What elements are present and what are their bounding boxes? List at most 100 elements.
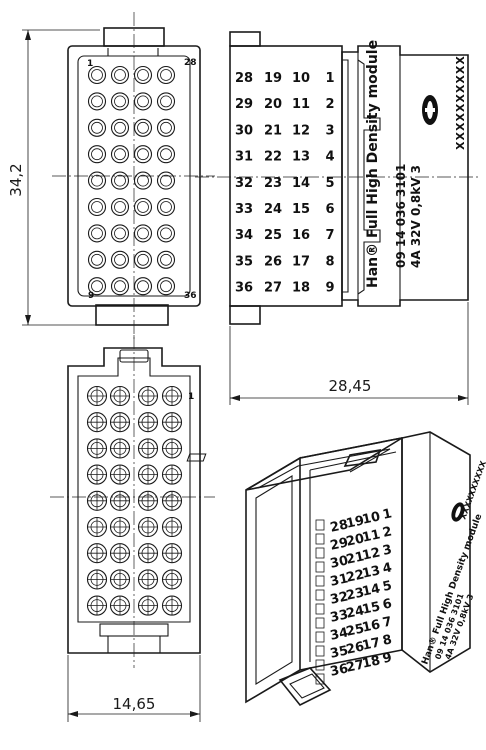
iso-pin-number: 19 xyxy=(345,513,366,531)
bottom-contact-hole xyxy=(109,595,131,616)
bottom-contact-hole xyxy=(161,490,183,511)
iso-harting-logo-icon xyxy=(451,502,465,522)
iso-pin-number: 14 xyxy=(361,581,382,599)
front-contact-hole xyxy=(133,145,153,164)
iso-pin-number: 18 xyxy=(361,653,382,671)
bottom-contact-hole xyxy=(86,385,108,407)
side-view: 2829303132333435361920212223242526271011… xyxy=(195,31,478,325)
side-pin-number: 18 xyxy=(292,281,310,296)
side-pin-number: 12 xyxy=(292,123,310,138)
bottom-contact-hole xyxy=(137,490,159,511)
iso-pin-number: 35 xyxy=(329,643,350,661)
side-pin-number: 10 xyxy=(292,71,310,86)
iso-pin-number: 28 xyxy=(329,517,350,535)
iso-pin-number: 27 xyxy=(345,657,366,675)
iso-pin-number: 13 xyxy=(361,563,382,581)
front-contact-hole xyxy=(87,250,107,269)
iso-pin-number: 7 xyxy=(381,614,393,631)
bottom-contact-hole xyxy=(137,569,159,590)
iso-pin-number: 17 xyxy=(361,635,382,653)
iso-contact-window xyxy=(315,673,325,685)
side-pin-number: 1 xyxy=(325,71,334,86)
iso-pin-number: 31 xyxy=(329,571,350,589)
front-contact-hole xyxy=(110,145,130,164)
side-pin-number: 25 xyxy=(264,228,282,243)
front-contact-hole xyxy=(156,65,176,85)
height-dimension: 34,2 xyxy=(7,29,100,326)
side-pin-number: 28 xyxy=(235,71,253,86)
bottom-contact-hole xyxy=(137,543,159,564)
front-contact-hole xyxy=(87,224,107,243)
bottom-contact-hole xyxy=(86,490,108,511)
height-dimension-label: 34,2 xyxy=(7,163,25,196)
front-label-top-left: 1 xyxy=(87,59,93,69)
side-pin-number: 24 xyxy=(264,202,282,217)
bottom-contact-hole xyxy=(161,516,183,538)
iso-pin-number: 30 xyxy=(329,553,350,571)
bottom-contact-hole xyxy=(86,464,108,485)
side-pin-number: 5 xyxy=(325,176,334,191)
side-pin-number: 23 xyxy=(264,176,282,191)
front-contact-hole xyxy=(110,118,130,137)
front-bottom-tab xyxy=(95,304,169,326)
iso-contact-window xyxy=(315,533,325,545)
front-contact-hole xyxy=(156,277,176,296)
side-pin-number: 13 xyxy=(292,150,310,165)
iso-pin-number: 8 xyxy=(381,632,393,649)
width-dimension: 14,65 xyxy=(67,655,201,722)
front-contact-hole xyxy=(110,277,130,296)
iso-pin-number: 5 xyxy=(381,578,393,595)
iso-contact-window xyxy=(315,519,325,531)
iso-contact-window xyxy=(315,589,325,601)
front-contact-hole xyxy=(156,171,176,190)
front-contact-hole xyxy=(87,65,107,85)
side-pin-number: 9 xyxy=(325,281,334,296)
iso-pin-number: 29 xyxy=(329,535,350,553)
front-contact-hole xyxy=(156,197,176,217)
front-contact-hole xyxy=(133,277,153,296)
bottom-contact-hole xyxy=(109,490,131,511)
iso-pin-number: 20 xyxy=(345,531,366,549)
bottom-contact-hole xyxy=(161,595,183,616)
side-bottom-tab xyxy=(229,305,261,325)
iso-pin-number: 12 xyxy=(361,545,382,563)
iso-pin-number: 16 xyxy=(361,617,382,635)
iso-pin-number: 26 xyxy=(345,639,366,657)
front-contact-hole xyxy=(133,224,153,243)
front-contact-hole xyxy=(87,197,107,217)
bottom-contact-hole xyxy=(86,412,108,433)
front-contact-hole xyxy=(110,224,130,243)
bottom-contact-hole xyxy=(137,516,159,538)
front-label-top-right: 28 xyxy=(184,58,197,68)
bottom-contact-hole xyxy=(161,569,183,590)
module-part-number: 09 14 036 3101 xyxy=(394,164,408,268)
front-contact-hole xyxy=(87,118,107,137)
iso-contact-window xyxy=(315,575,325,587)
bottom-view-body xyxy=(67,347,201,654)
bottom-contact-hole xyxy=(109,412,131,433)
depth-dimension-label: 28,45 xyxy=(329,377,372,395)
bottom-contact-hole xyxy=(137,595,159,616)
bottom-contact-hole xyxy=(137,464,159,485)
bottom-contact-hole xyxy=(161,438,183,459)
side-pin-number: 6 xyxy=(325,202,334,217)
iso-pin-number: 1 xyxy=(381,506,393,523)
side-pin-number: 21 xyxy=(264,123,282,138)
front-contact-hole xyxy=(156,224,176,243)
iso-pin-number: 33 xyxy=(329,607,350,625)
side-pin-number: 19 xyxy=(264,71,282,86)
bottom-contact-hole xyxy=(137,412,159,433)
side-pin-number: 7 xyxy=(325,228,334,243)
front-contact-hole xyxy=(110,250,130,269)
bottom-contact-hole xyxy=(86,438,108,459)
side-pin-number: 33 xyxy=(235,202,253,217)
front-contact-hole xyxy=(110,65,130,85)
iso-pin-number: 23 xyxy=(345,585,366,603)
side-pin-number: 16 xyxy=(292,228,310,243)
iso-contact-window xyxy=(315,645,325,657)
front-contact-hole xyxy=(110,92,130,111)
front-pin-grid xyxy=(87,65,176,296)
iso-pin-number: 10 xyxy=(361,509,382,527)
front-contact-hole xyxy=(133,118,153,137)
bottom-contact-hole xyxy=(109,543,131,564)
